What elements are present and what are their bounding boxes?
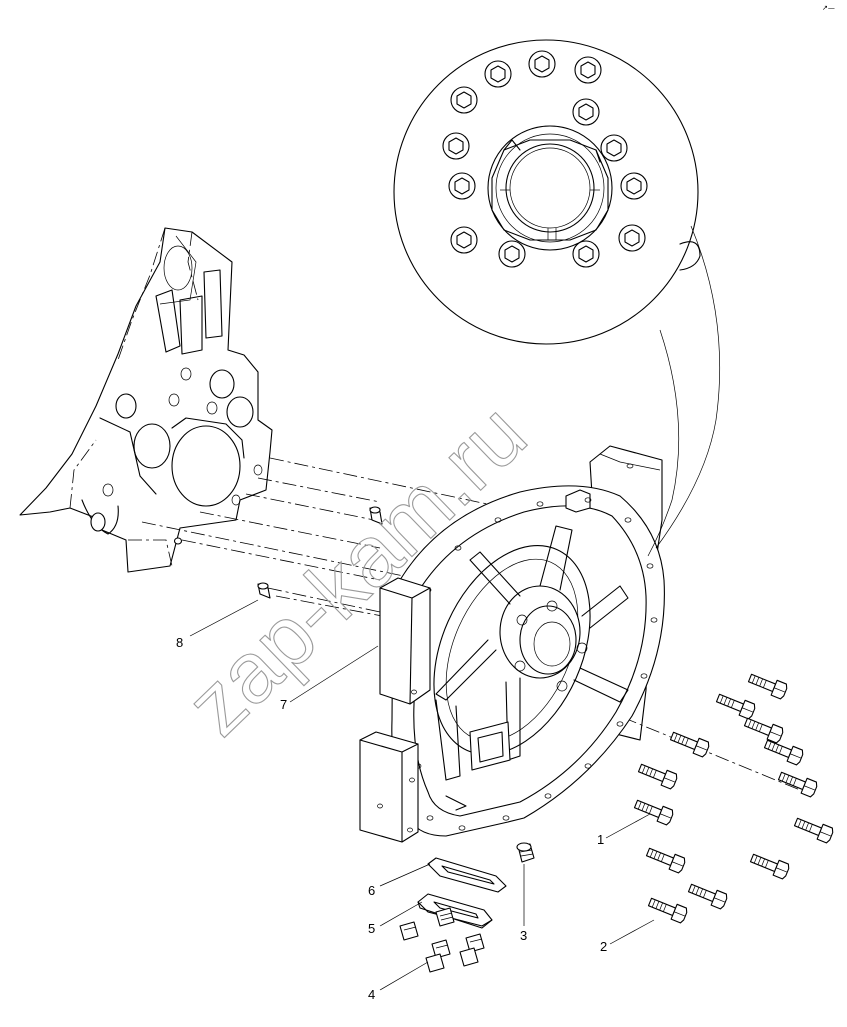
cover-screws: [399, 907, 485, 973]
housing-bolt: [669, 731, 710, 758]
callout-7: 7: [280, 697, 287, 712]
cover-gasket: [427, 857, 507, 893]
callout-2: 2: [600, 939, 607, 954]
housing-bolt: [645, 847, 686, 874]
housing-bolt: [793, 817, 834, 844]
housing-bolt: [747, 673, 788, 700]
leader-lines: [189, 599, 655, 991]
callout-6: 6: [368, 883, 375, 898]
housing-bolt: [763, 739, 804, 766]
inspection-cover: [417, 893, 493, 929]
callout-1: 1: [597, 832, 604, 847]
flywheel-housing: [359, 445, 665, 843]
housing-bolt: [715, 693, 756, 720]
corner-mark: ↗—: [822, 4, 835, 12]
housing-bolt: [647, 897, 688, 924]
callout-5: 5: [368, 921, 375, 936]
housing-bolts: [633, 673, 834, 924]
housing-bolt: [743, 717, 784, 744]
detail-view: [393, 39, 721, 557]
housing-bolt: [777, 771, 818, 798]
callout-8: 8: [176, 635, 183, 650]
housing-bolt: [633, 799, 674, 826]
engine-block: [19, 227, 273, 573]
drain-plug: [516, 842, 535, 863]
dowel-pin-lower: [257, 582, 271, 599]
callout-4: 4: [368, 987, 375, 1002]
housing-bolt: [637, 763, 678, 790]
dowel-hole: [173, 537, 183, 545]
housing-bolt: [749, 853, 790, 880]
housing-bolt: [687, 883, 728, 910]
callout-3: 3: [520, 928, 527, 943]
dowel-pin-upper: [369, 506, 383, 525]
